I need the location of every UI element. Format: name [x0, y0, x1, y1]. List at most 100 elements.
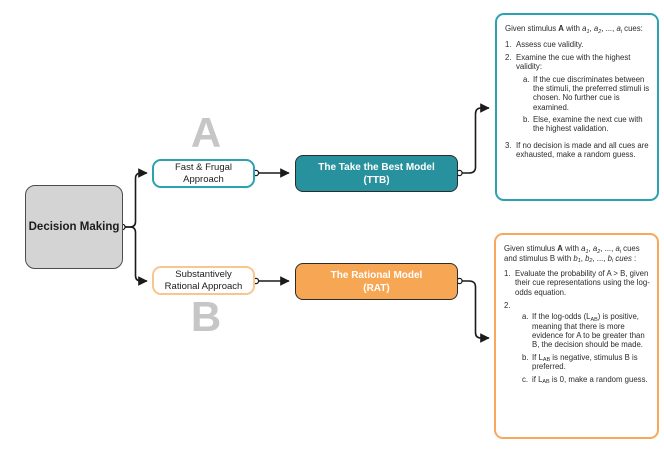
list-item-content: if LAB is 0, make a random guess. [532, 374, 651, 386]
list-marker: b. [523, 114, 530, 124]
text-segment: a [582, 24, 587, 33]
list-item-content: Assess cue validity. [516, 40, 651, 49]
text-segment: cues [615, 253, 632, 263]
connector-root-to-approach-a [124, 168, 148, 228]
list-marker: b. [522, 352, 529, 362]
ttb-panel-intro: Given stimulus A with a1, a2, ..., ai cu… [505, 24, 651, 35]
node-decision-making: Decision Making [25, 185, 123, 269]
list-item: 1. Assess cue validity. [505, 40, 651, 49]
text-segment: Examine the cue with the highest validit… [516, 52, 631, 72]
list-marker: a. [522, 312, 529, 322]
list-marker: 1. [505, 39, 512, 49]
text-segment: a [581, 244, 586, 253]
text-segment: 2 [589, 258, 593, 265]
list-item-content: Else, examine the next cue with the high… [533, 115, 651, 134]
text-segment: If the cue discriminates between the sti… [533, 74, 650, 112]
list-item-text: Else, examine the next cue with the high… [533, 115, 651, 134]
text-segment: b [585, 253, 590, 263]
node-fast-frugal-approach: Fast & Frugal Approach [152, 159, 255, 188]
text-segment: AB [590, 316, 598, 323]
text-segment: 2 [598, 28, 602, 35]
list-marker: 3. [505, 140, 512, 150]
list-item-text: If no decision is made and all cues are … [516, 141, 651, 160]
list-item-text: Assess cue validity. [516, 40, 651, 49]
list-marker: c. [522, 374, 529, 384]
list-item-content: If LAB is negative, stimulus B is prefer… [532, 353, 651, 372]
list-item-text: If the cue discriminates between the sti… [533, 75, 651, 112]
list-item-text: Evaluate the probability of A > B, given… [515, 269, 651, 297]
list-item: 1. Evaluate the probability of A > B, giv… [504, 269, 651, 297]
text-segment: , [589, 24, 594, 33]
list-item-content: If the log-odds (LAB) is positive, meani… [532, 312, 651, 350]
text-segment: 1 [585, 248, 589, 255]
text-segment: a [615, 244, 620, 253]
text-segment: If L [532, 352, 543, 362]
node-rational-model: The Rational Model (RAT) [295, 263, 458, 300]
text-segment: A [558, 24, 564, 33]
text-segment: if L [532, 374, 543, 384]
text-segment: Else, examine the next cue with the high… [533, 114, 643, 134]
ttb-panel-list: 1. Assess cue validity. 2. Examine the cue … [505, 40, 651, 160]
list-item-content: a.If the log-odds (LAB) is positive, mea… [515, 301, 651, 387]
connector-model-b-to-panel-rat [462, 280, 490, 343]
text-segment: , [588, 244, 593, 253]
text-segment: A [557, 244, 563, 253]
list-item: 2. Examine the cue with the highest valid… [505, 53, 651, 137]
text-segment: Assess cue validity. [516, 39, 584, 49]
connector-root-to-approach-b [124, 226, 148, 286]
text-segment: : [631, 253, 637, 263]
list-item: 3. If no decision is made and all cues ar… [505, 141, 651, 160]
text-segment: with [563, 24, 583, 33]
rat-detail-panel: Given stimulus A with a1, a2, ..., ai cu… [494, 233, 659, 439]
text-segment: Given stimulus [504, 244, 558, 253]
text-segment: , ..., [600, 244, 616, 253]
text-segment: is negative, stimulus B is preferred. [532, 352, 638, 372]
text-segment: b [607, 253, 612, 263]
list-item-content: Examine the cue with the highest validit… [516, 53, 651, 137]
list-item-text: If LAB is negative, stimulus B is prefer… [532, 353, 651, 372]
text-segment: cues: [622, 24, 643, 33]
list-item-content: If no decision is made and all cues are … [516, 141, 651, 160]
list-marker: a. [523, 74, 530, 84]
text-segment: , [580, 253, 586, 263]
list-item: c.if LAB is 0, make a random guess. [522, 374, 651, 386]
branch-b-letter: B [190, 293, 222, 340]
list-marker: 2. [505, 52, 512, 62]
text-segment: 1 [586, 28, 590, 35]
text-segment: 2 [597, 248, 601, 255]
text-segment: AB [542, 379, 550, 386]
text-segment: If no decision is made and all cues are … [516, 140, 649, 159]
list-item-content: If the cue discriminates between the sti… [533, 75, 651, 112]
node-take-the-best-model: The Take the Best Model (TTB) [295, 155, 458, 192]
text-segment: a [616, 24, 621, 33]
ttb-detail-panel: Given stimulus A with a1, a2, ..., ai cu… [495, 13, 659, 201]
list-item-text [515, 301, 651, 309]
list-marker: 2. [504, 301, 511, 311]
list-item: a.If the cue discriminates between the s… [523, 75, 651, 112]
text-segment: cues and stimulus B with [504, 244, 640, 263]
text-segment: AB [542, 357, 551, 364]
text-segment: Given stimulus [505, 24, 559, 33]
sub-list: a.If the cue discriminates between the s… [523, 75, 651, 134]
text-segment: 1 [577, 258, 581, 265]
text-segment: i [619, 248, 621, 255]
text-segment: a [592, 244, 598, 253]
sub-list: a.If the log-odds (LAB) is positive, mea… [522, 312, 651, 386]
text-segment: b [573, 253, 578, 263]
text-segment: ) is positive, meaning that there is mor… [532, 312, 645, 350]
text-segment: , ..., [592, 253, 608, 263]
text-segment: Evaluate the probability of A > B, given… [515, 269, 650, 297]
text-segment: with [562, 244, 582, 253]
list-item: b.Else, examine the next cue with the hi… [523, 115, 651, 134]
text-segment: is 0, make a random guess. [549, 374, 648, 384]
branch-a-letter: A [190, 109, 222, 156]
text-segment: If the log-odds (L [532, 312, 591, 322]
list-item: a.If the log-odds (LAB) is positive, mea… [522, 312, 651, 350]
list-item-content: Evaluate the probability of A > B, given… [515, 269, 651, 297]
list-item-text: If the log-odds (LAB) is positive, meani… [532, 312, 651, 350]
list-marker: 1. [504, 269, 511, 279]
node-substantively-rational-approach: Substantively Rational Approach [152, 266, 255, 295]
list-item: 2.a.If the log-odds (LAB) is positive, m… [504, 301, 651, 387]
text-segment: i [611, 258, 614, 265]
